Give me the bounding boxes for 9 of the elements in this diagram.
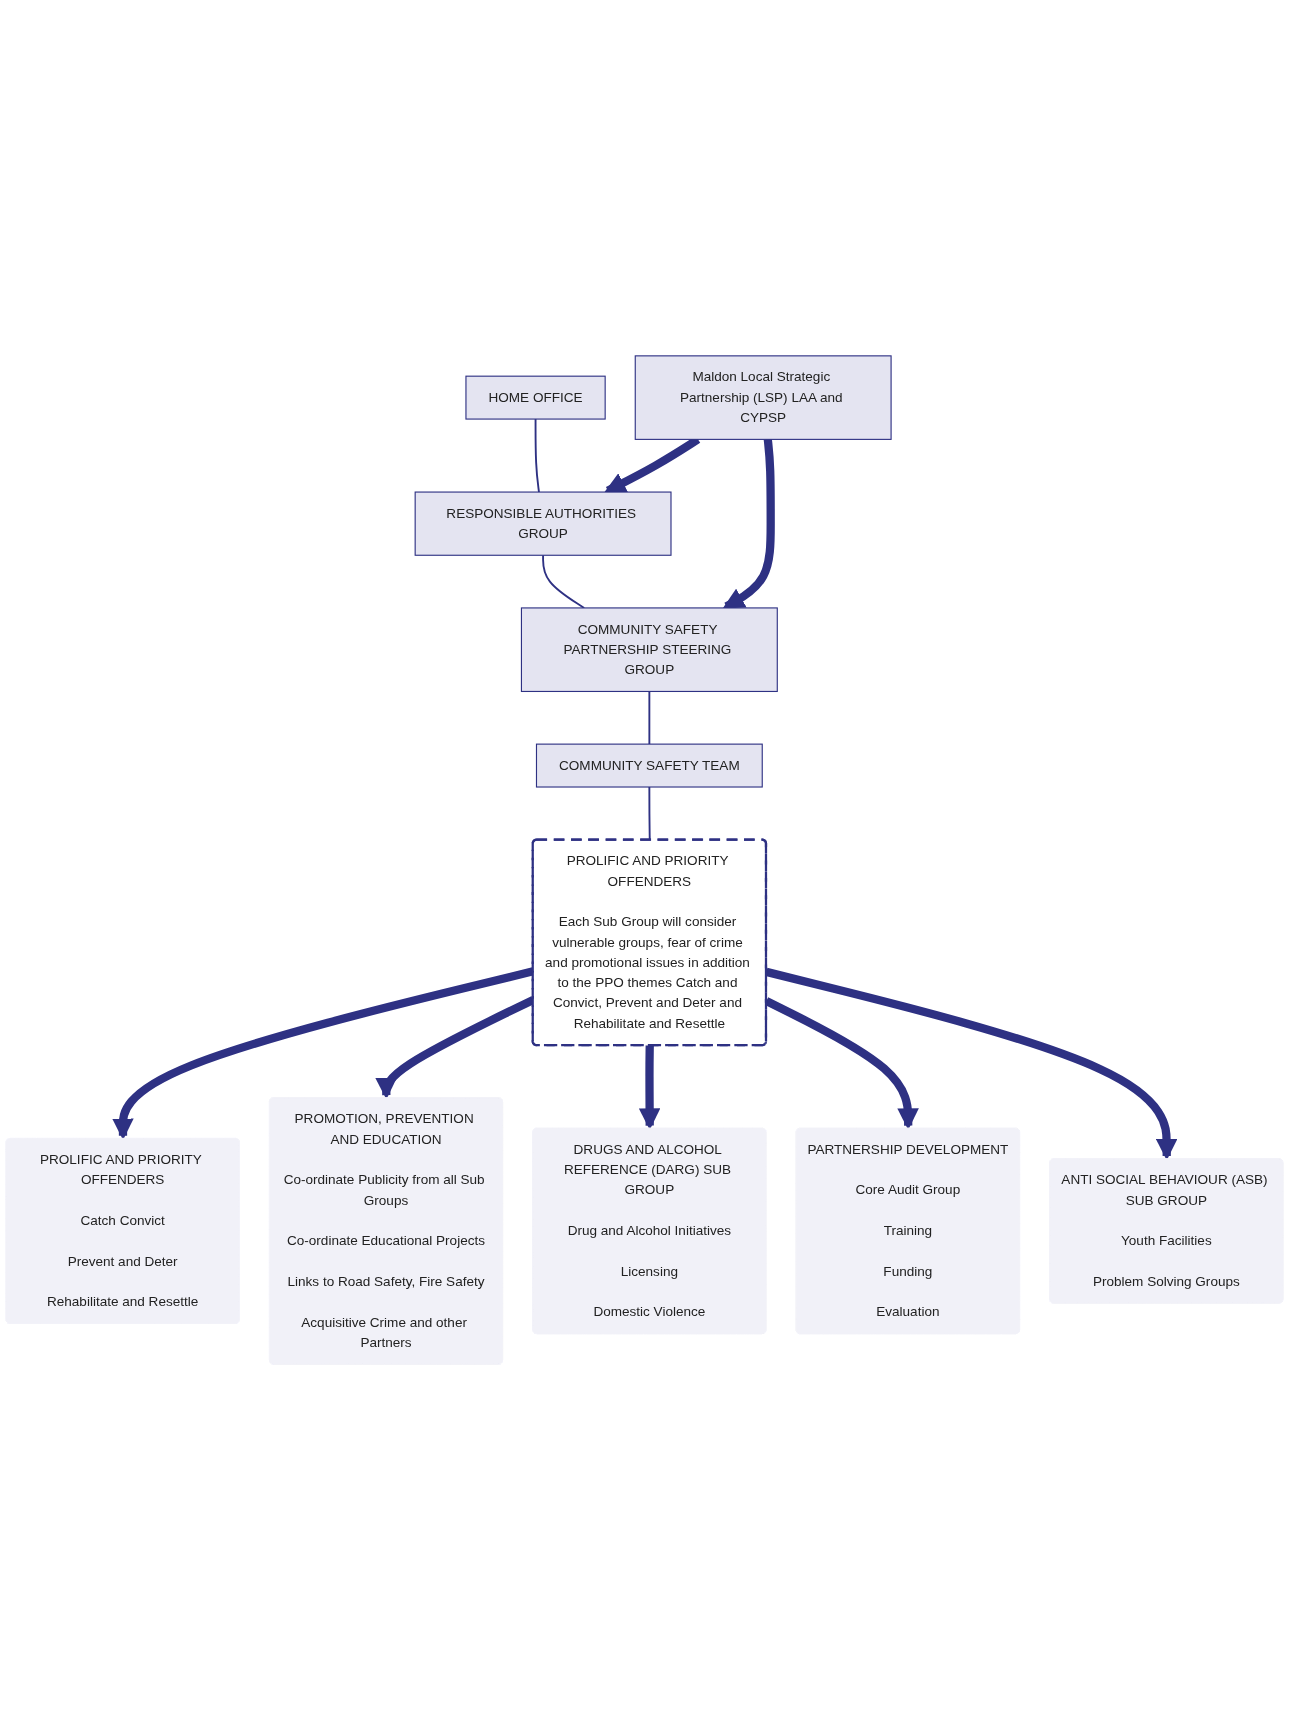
connector [542,554,586,609]
node-box: COMMUNITY SAFETY PARTNERSHIP STEERING GROUP [520,607,778,692]
node-box: RESPONSIBLE AUTHORITIES GROUP [414,491,672,556]
connector [648,690,651,746]
connector [534,418,540,493]
arrow [638,1045,661,1130]
node-box: COMMUNITY SAFETY TEAM [535,743,763,788]
node-box: Maldon Local Strategic Partnership (LSP) LAA and CYPSP [634,355,892,440]
node-box: HOME OFFICE [465,375,606,420]
